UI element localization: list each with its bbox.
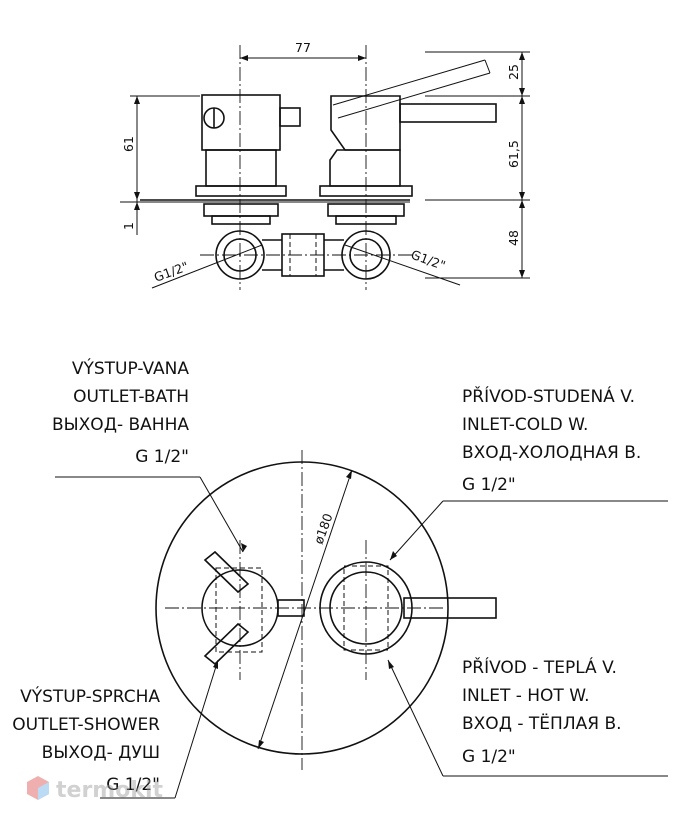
outlet-shower-line-1: VÝSTUP-SPRCHA <box>20 685 160 707</box>
outlet-bath-line-1: VÝSTUP-VANA <box>72 357 190 379</box>
label-outlet-bath: VÝSTUP-VANA OUTLET-BATH ВЫХОД- ВАННА G 1… <box>52 357 189 467</box>
outlet-bath-line-2: OUTLET-BATH <box>73 387 189 407</box>
watermark-text: termokit <box>56 778 163 803</box>
dim-61: 61 <box>121 136 136 152</box>
label-inlet-cold: PŘÍVOD-STUDENÁ V. INLET-COLD W. ВХОД-ХОЛ… <box>462 385 641 495</box>
inlet-hot-line-4: G 1/2" <box>462 747 516 767</box>
outlet-bath-line-3: ВЫХОД- ВАННА <box>52 415 189 435</box>
inlet-cold-line-4: G 1/2" <box>462 475 516 495</box>
dim-61-5: 61,5 <box>506 140 521 168</box>
outlet-shower-line-4: G 1/2" <box>106 775 160 795</box>
side-view: 77 25 61,5 48 61 1 G1/2" G1/2" <box>120 40 530 290</box>
inlet-cold-line-3: ВХОД-ХОЛОДНАЯ В. <box>462 443 641 463</box>
outlet-bath-line-4: G 1/2" <box>135 447 189 467</box>
watermark: termokit <box>27 776 163 803</box>
watermark-logo-icon <box>27 776 49 800</box>
dim-48: 48 <box>506 230 521 246</box>
dim-25: 25 <box>506 64 521 80</box>
inlet-hot-line-2: INLET - HOT W. <box>462 686 589 706</box>
inlet-hot-line-3: ВХОД - ТЁПЛАЯ В. <box>462 713 622 734</box>
label-outlet-shower: VÝSTUP-SPRCHA OUTLET-SHOWER ВЫХОД- ДУШ G… <box>12 685 160 795</box>
dim-1: 1 <box>121 222 136 230</box>
outlet-shower-line-3: ВЫХОД- ДУШ <box>42 743 160 763</box>
label-inlet-hot: PŘÍVOD - TEPLÁ V. INLET - HOT W. ВХОД - … <box>462 656 622 767</box>
outlet-shower-line-2: OUTLET-SHOWER <box>12 715 160 735</box>
inlet-hot-line-1: PŘÍVOD - TEPLÁ V. <box>462 656 617 678</box>
dim-77: 77 <box>295 40 311 55</box>
inlet-cold-line-1: PŘÍVOD-STUDENÁ V. <box>462 385 635 407</box>
inlet-cold-line-2: INLET-COLD W. <box>462 415 588 435</box>
